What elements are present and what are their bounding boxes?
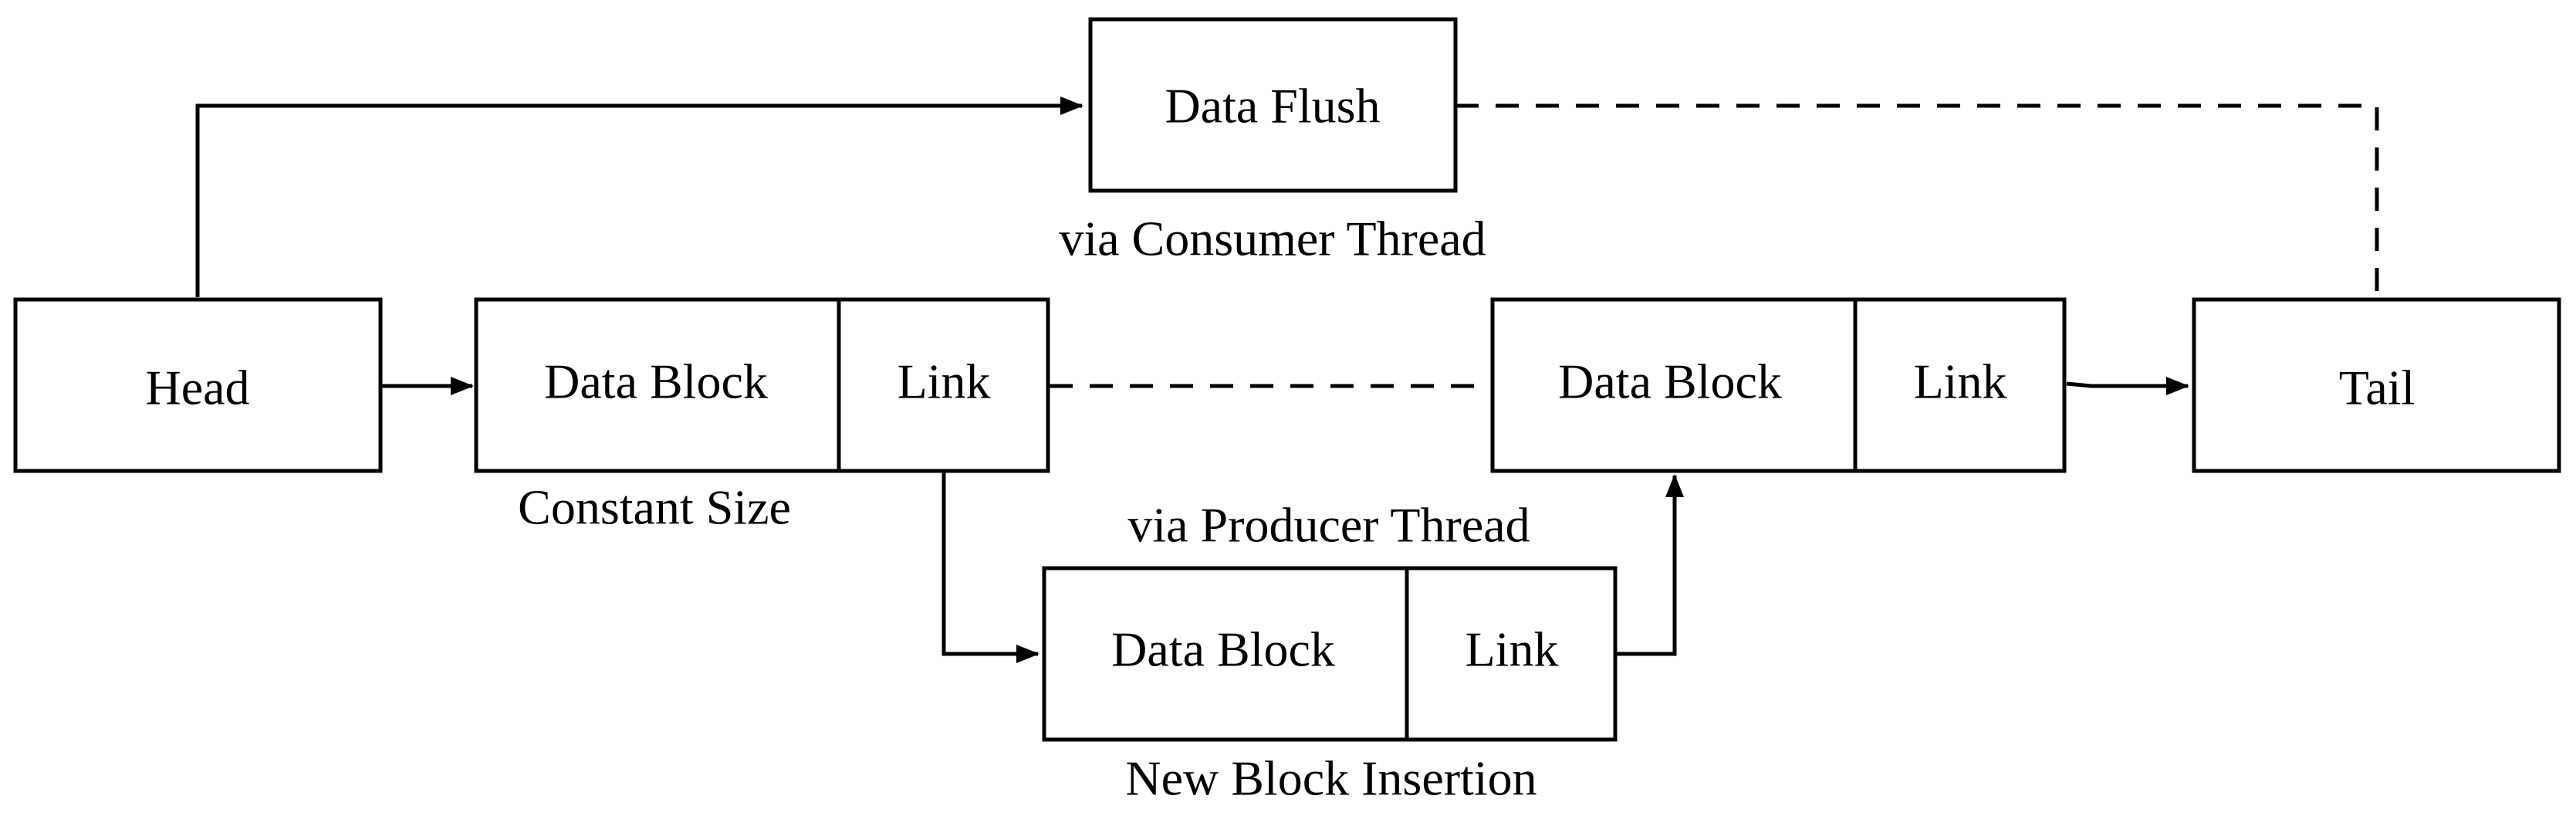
consumer-thread-caption: via Consumer Thread	[1059, 212, 1486, 266]
constant-size-caption: Constant Size	[518, 480, 791, 535]
new-block-data-cell	[1042, 566, 1409, 742]
head-to-data-flush-arrow	[195, 96, 1083, 297]
new-block-insertion-caption: New Block Insertion	[1125, 751, 1536, 806]
tail-label: Tail	[2339, 361, 2415, 415]
data-flush-to-tail-dashed-connector	[1455, 103, 2379, 300]
new-block-data-label: Data Block	[1111, 622, 1335, 677]
head-node: Head	[13, 297, 383, 473]
new-block-node: Data Block Link	[1042, 566, 1618, 742]
block2-link-cell	[1853, 297, 2067, 473]
new-block-to-block2-arrow	[1615, 474, 1684, 656]
block1-node: Data Block Link	[474, 297, 1050, 473]
data-flush-node: Data Flush	[1088, 17, 1458, 193]
head-label: Head	[145, 361, 249, 415]
block2-data-cell	[1490, 297, 1858, 473]
block2-node: Data Block Link	[1490, 297, 2067, 473]
tail-node: Tail	[2192, 297, 2561, 473]
new-block-link-label: Link	[1465, 622, 1559, 677]
block1-data-label: Data Block	[544, 354, 768, 409]
new-block-link-cell	[1405, 566, 1618, 742]
block1-link-label: Link	[898, 354, 991, 409]
producer-thread-caption: via Producer Thread	[1127, 498, 1530, 553]
data-flush-label: Data Flush	[1165, 79, 1380, 134]
block2-to-tail-arrow	[2066, 377, 2189, 395]
block2-link-label: Link	[1914, 354, 2007, 409]
block1-to-new-block-arrow	[941, 472, 1040, 663]
block1-link-cell	[837, 297, 1050, 473]
block2-data-label: Data Block	[1558, 354, 1782, 409]
